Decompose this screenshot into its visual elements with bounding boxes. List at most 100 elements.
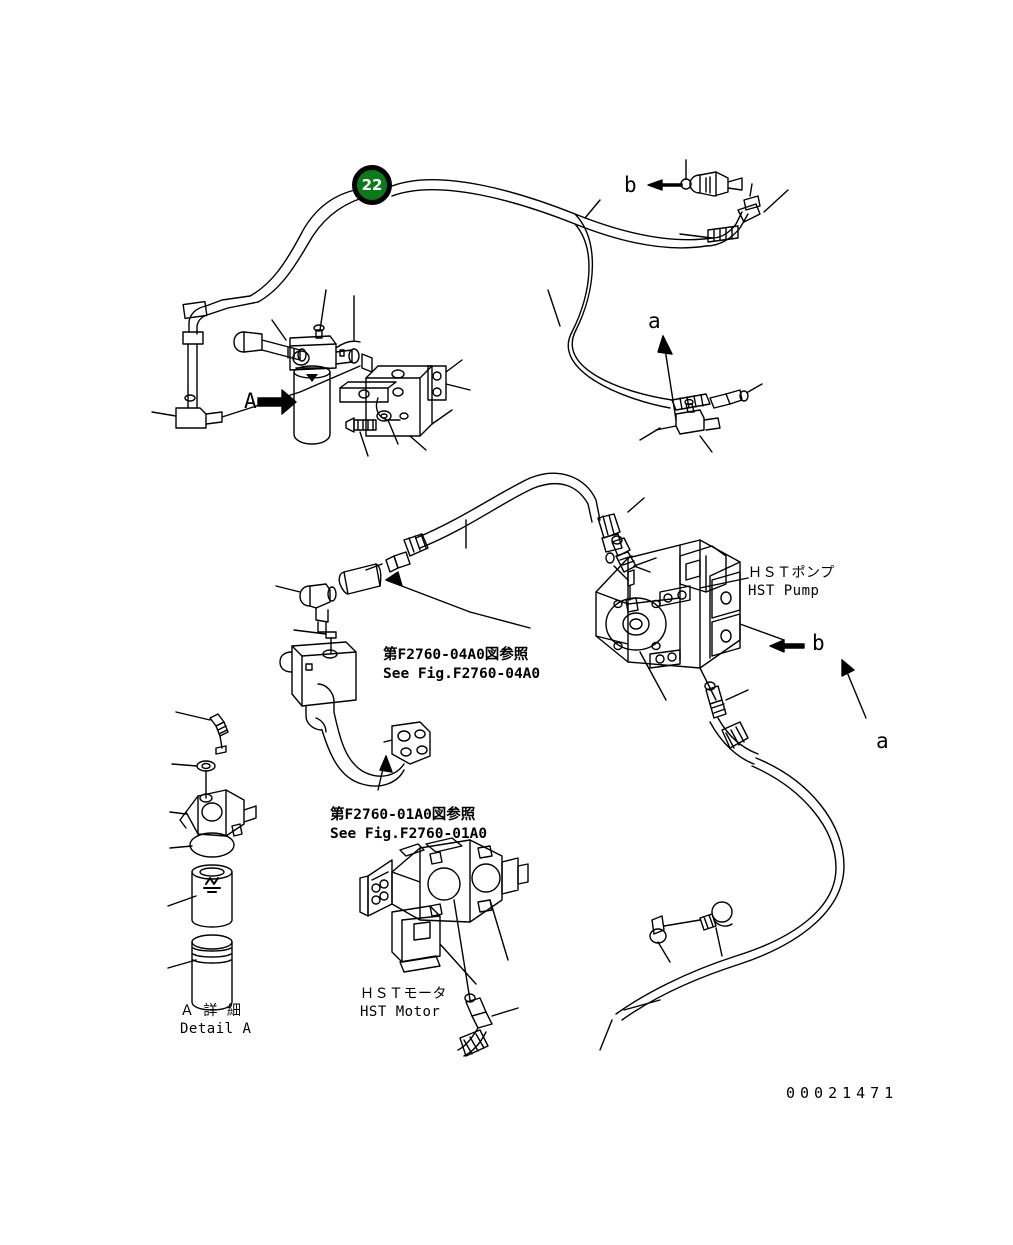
ref-04a0-leader [469, 611, 531, 629]
leader-line [715, 927, 723, 957]
leader-line [657, 941, 671, 963]
leader-line [699, 577, 749, 589]
hst-motor-body [359, 837, 529, 973]
leader-line [409, 435, 427, 451]
hst-pump-label-en: HST Pump [748, 583, 820, 599]
leader-line [633, 557, 657, 567]
view-direction-arrow-a [257, 389, 297, 415]
middle-diagonal-hose [403, 472, 645, 581]
leader-line [175, 711, 211, 721]
detail-a-label-jp: Ａ 詳 細 [180, 1003, 242, 1019]
callout-letter-a-lower: a [876, 729, 889, 753]
motor-bottom-elbow [464, 993, 519, 1029]
callout-badge-22[interactable]: 22 [352, 165, 392, 205]
detail-a-washer [171, 760, 216, 799]
leader-line [725, 689, 749, 701]
detail-a-label-en: Detail A [180, 1021, 252, 1037]
leader-line [623, 999, 661, 1011]
hose-down-right [709, 717, 759, 765]
upper-right-elbow-b [680, 159, 743, 197]
leader-line [763, 189, 789, 213]
bracket-side-plate [427, 365, 471, 401]
leader-line [639, 427, 661, 441]
callout-b-arrow-upper [647, 179, 683, 191]
hst-motor-label-en: HST Motor [360, 1004, 441, 1020]
callout-letter-a-view: A [244, 389, 257, 413]
leader-line [633, 565, 651, 573]
leader-line [169, 845, 193, 849]
ref-01a0-arrow [377, 755, 393, 791]
leader-line [171, 763, 198, 767]
leader-line [319, 289, 327, 331]
leader-line [747, 383, 763, 393]
hose-flange-block [383, 721, 431, 765]
leader-line [613, 565, 629, 581]
upper-main-hose [249, 179, 713, 303]
hose-end-fitting-a-upper [671, 383, 763, 411]
pump-lower-fitting [704, 681, 749, 719]
leader-line [453, 899, 471, 1001]
leader-line [491, 1007, 519, 1017]
valve-top-plug [293, 629, 337, 655]
filter-side-spool [233, 331, 307, 362]
lower-left-tee-fitting [151, 385, 223, 429]
leader-line [584, 199, 601, 219]
middle-left-elbow [365, 551, 411, 573]
leader-line [275, 585, 301, 593]
callout-letter-a-upper: a [648, 309, 661, 333]
callout-a-arrow-upper [657, 335, 677, 421]
pump-control-rod [625, 557, 657, 613]
hst-pump-body [595, 539, 741, 669]
ref-f2760-04a0-jp: 第F2760-04A0図参照 [383, 647, 529, 663]
leader-line [699, 667, 717, 701]
callout-a-arrow-lower [841, 659, 867, 719]
leader-line [169, 811, 187, 815]
leader-line [699, 435, 713, 453]
ref-f2760-01a0-en: See Fig.F2760-01A0 [330, 826, 488, 842]
leader-line [167, 959, 197, 969]
detail-a-filter-element [167, 864, 233, 928]
filter-assembly-head [289, 324, 361, 371]
barrel-pointer-arrow [385, 571, 471, 613]
filter-arrow-marker [306, 374, 318, 382]
detail-a-plug [175, 711, 229, 755]
long-right-loop-hose [615, 757, 845, 1021]
leader-line [271, 319, 287, 341]
leader-line [365, 563, 383, 571]
leader-line [599, 1019, 613, 1051]
callout-letter-b-lower: b [812, 631, 825, 655]
filter-leader-line [221, 365, 361, 418]
leader-line [445, 359, 463, 373]
hst-motor-label-jp: ＨＳＴモータ [360, 986, 447, 1002]
hose-mid-clamp [649, 915, 671, 963]
bracket-washer [376, 410, 399, 445]
detail-a-filter-case [167, 934, 233, 1011]
hst-pump-label-jp: ＨＳＴポンプ [748, 565, 835, 581]
motor-bottom-hose [457, 1027, 489, 1057]
main-long-hose-right [567, 213, 673, 409]
union-barrel-fitting [338, 563, 382, 595]
valve-top-elbow [275, 583, 337, 633]
drawing-number: 00021471 [786, 1084, 899, 1102]
leader-line [639, 651, 667, 701]
valve-block [279, 641, 357, 733]
upper-left-elbow-hose [182, 295, 259, 387]
ref-f2760-04a0-en: See Fig.F2760-04A0 [383, 666, 541, 682]
leader-line [547, 289, 561, 327]
callout-letter-b-upper: b [624, 173, 637, 197]
bracket-mounting-bolt [345, 417, 377, 457]
hose-mid-bolt [663, 901, 733, 957]
detail-a-oring [169, 832, 235, 858]
leader-line [167, 895, 197, 907]
leader-line [293, 629, 327, 635]
valve-to-flange-hose [321, 711, 405, 787]
leader-line [627, 497, 645, 513]
callout-b-arrow-lower [769, 639, 805, 653]
filter-canister [293, 365, 331, 445]
detail-a-filter-head [169, 789, 257, 837]
leader-line [489, 899, 509, 961]
tee-fitting-a-lower [639, 398, 721, 453]
ref-f2760-01a0-jp: 第F2760-01A0図参照 [330, 807, 476, 823]
leader-line [439, 943, 477, 985]
